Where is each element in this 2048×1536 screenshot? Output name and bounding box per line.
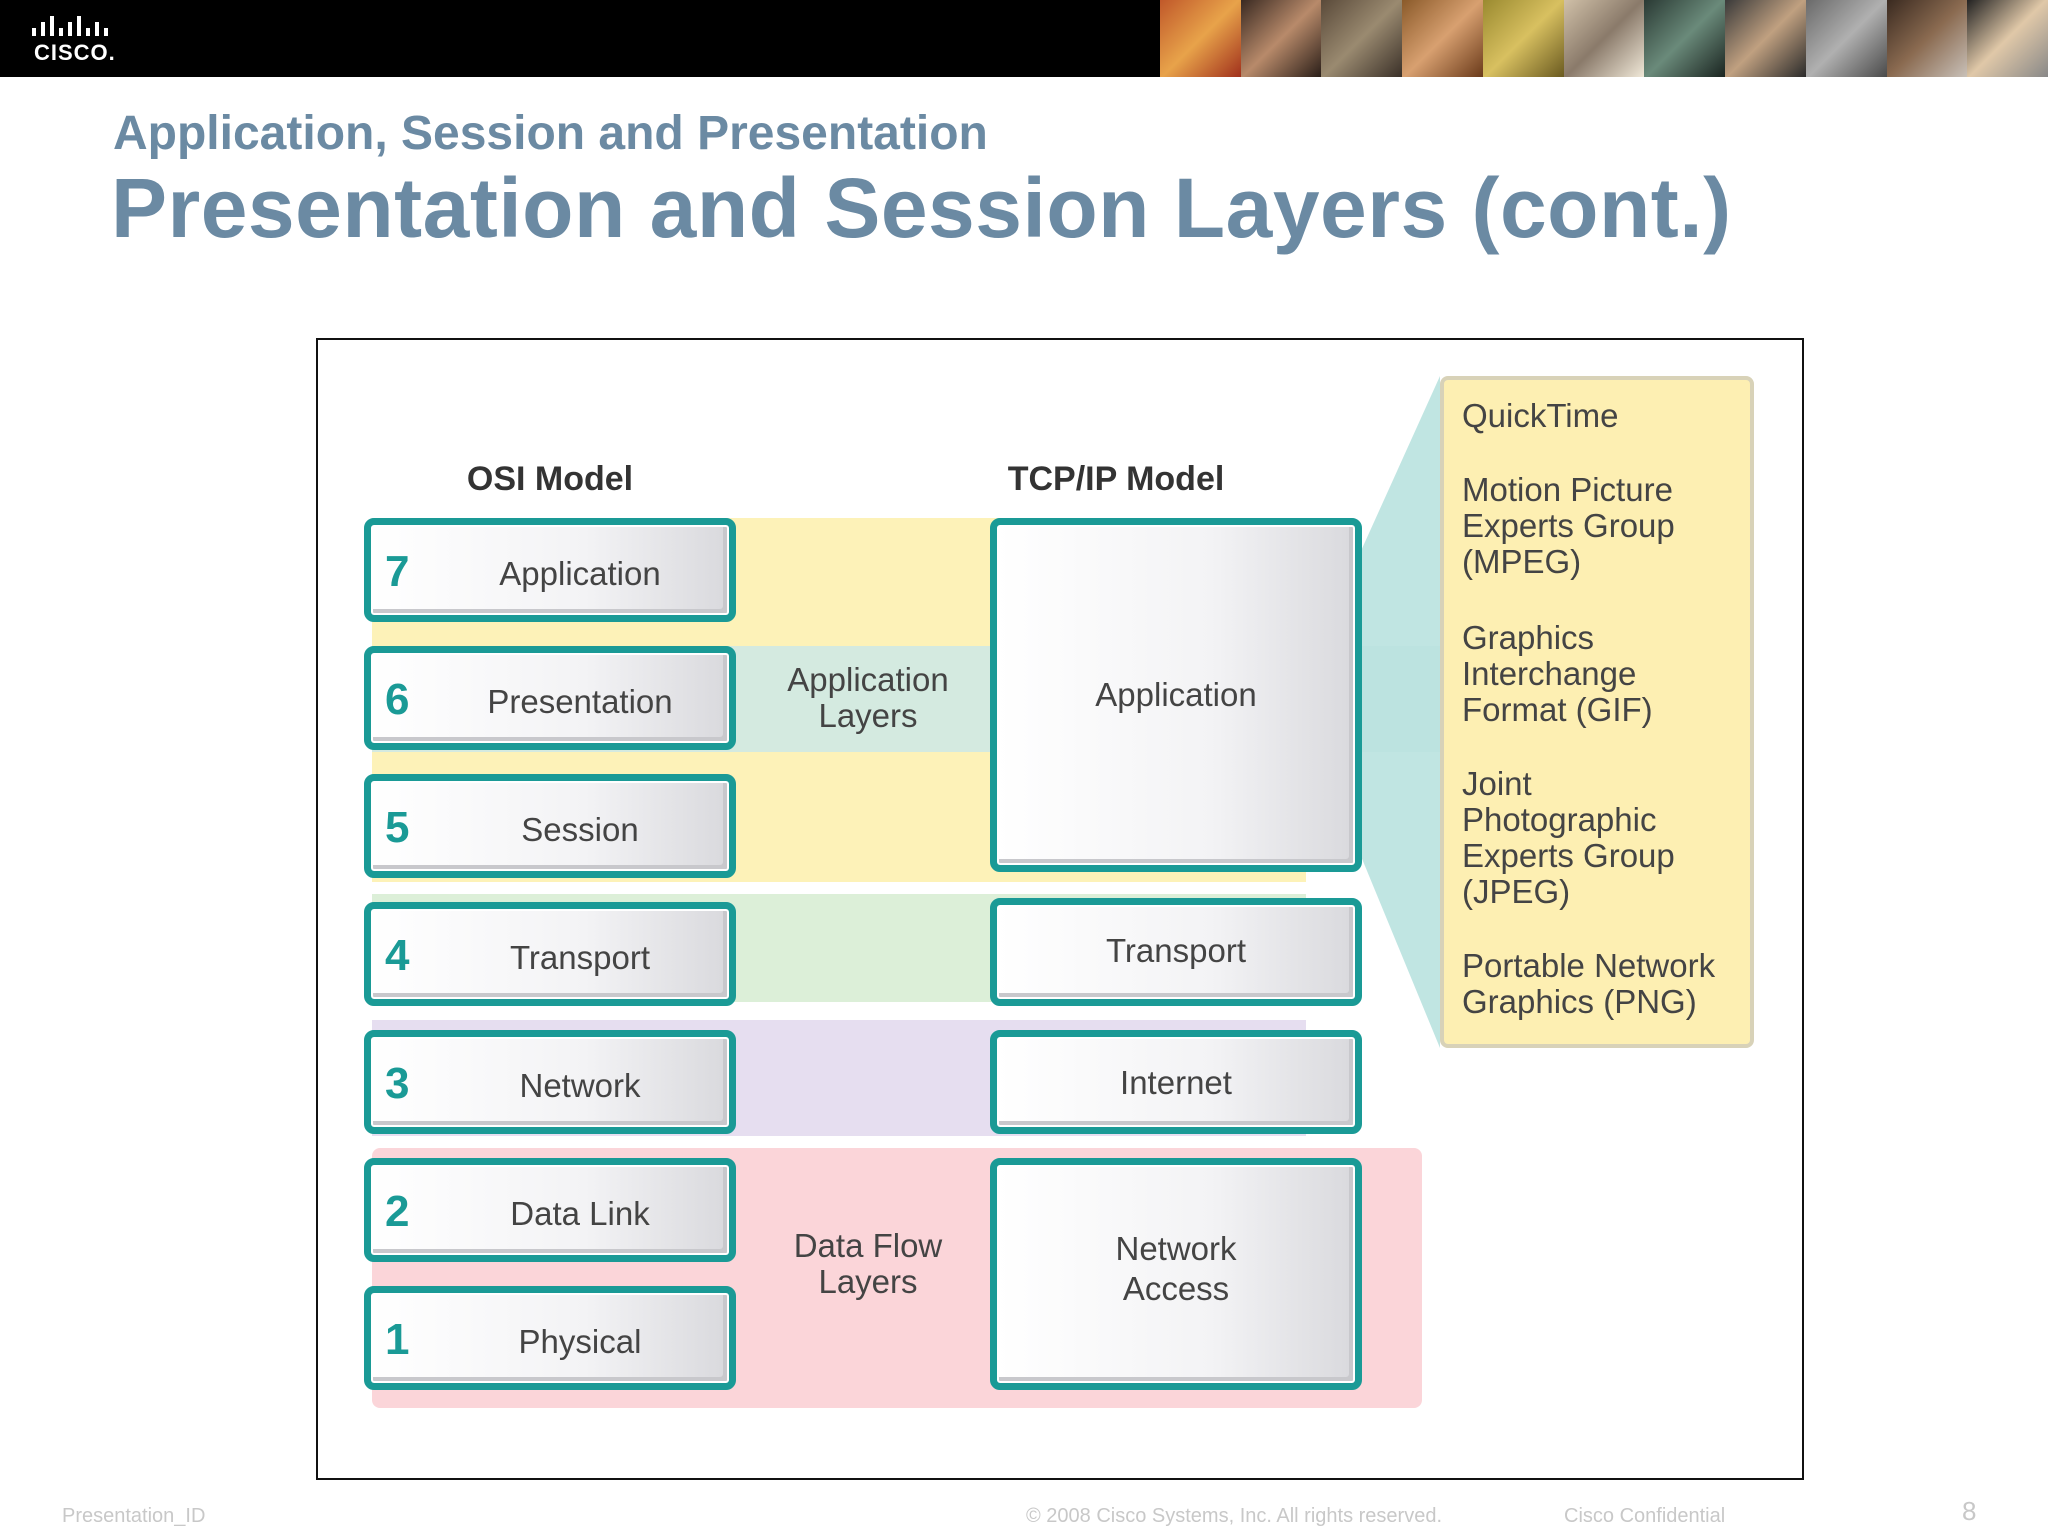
slide-title: Presentation and Session Layers (cont.) <box>111 161 1732 255</box>
layer-number: 7 <box>385 547 410 596</box>
banner-photo <box>1321 0 1403 77</box>
tcpip-model-header: TCP/IP Model <box>1007 460 1225 498</box>
banner-photo <box>1805 0 1887 77</box>
format-line: Joint <box>1462 765 1532 802</box>
footer-copyright: © 2008 Cisco Systems, Inc. All rights re… <box>1026 1505 1443 1527</box>
tcpip-internet-layer: Internet <box>990 1030 1362 1134</box>
layer-name: Physical <box>518 1323 642 1360</box>
osi-model-header: OSI Model <box>466 460 634 498</box>
format-line: (JPEG) <box>1462 873 1571 910</box>
label-line: Layers <box>818 1263 918 1300</box>
osi-layer-2: 2 Data Link <box>364 1158 736 1262</box>
osi-layer-1: 1 Physical <box>364 1286 736 1390</box>
format-item-jpeg: Joint Photographic Experts Group (JPEG) <box>1462 766 1752 910</box>
layer-name: Data Link <box>510 1195 650 1232</box>
layer-name: Presentation <box>487 683 673 720</box>
layer-number: 5 <box>385 803 410 852</box>
osi-layer-3: 3 Network <box>364 1030 736 1134</box>
osi-layer-5: 5 Session <box>364 774 736 878</box>
presentation-formats-callout: QuickTime Motion Picture Experts Group (… <box>1440 376 1754 1048</box>
format-line: Graphics <box>1462 619 1595 656</box>
tcpip-transport-layer: Transport <box>990 898 1362 1006</box>
banner-photo <box>1160 0 1241 77</box>
tcpip-layer-name: Transport <box>1106 932 1246 969</box>
layer-name: Network <box>519 1067 641 1104</box>
page-number: 8 <box>1962 1496 1977 1526</box>
cisco-logo-text: CISCO. <box>34 40 116 65</box>
layer-number: 1 <box>385 1315 410 1364</box>
banner-photo <box>1725 0 1806 77</box>
format-item-quicktime: QuickTime <box>1462 398 1752 434</box>
layer-number: 6 <box>385 675 410 724</box>
footer-confidential: Cisco Confidential <box>1564 1505 1726 1527</box>
top-banner: CISCO. <box>0 0 2048 77</box>
label-line: Layers <box>818 697 918 734</box>
tcpip-layer-name: Application <box>1095 676 1257 713</box>
data-flow-layers-label: Data Flow Layers <box>748 1228 988 1300</box>
layer-name: Application <box>499 555 661 592</box>
application-layers-label: Application Layers <box>748 662 988 734</box>
tcpip-network-access-layer: Network Access <box>990 1158 1362 1390</box>
format-line: Interchange <box>1462 655 1637 692</box>
label-line: Application <box>787 661 949 698</box>
format-line: Photographic <box>1462 801 1657 838</box>
format-item-png: Portable Network Graphics (PNG) <box>1462 948 1752 1020</box>
banner-photo <box>1644 0 1726 77</box>
cisco-logo: CISCO. <box>30 14 120 65</box>
format-line: Experts Group <box>1462 507 1675 544</box>
layer-number: 3 <box>385 1059 410 1108</box>
osi-layer-7: 7 Application <box>364 518 736 622</box>
format-line: Portable Network <box>1462 947 1716 984</box>
banner-photo <box>1240 0 1322 77</box>
osi-layer-6: 6 Presentation <box>364 646 736 750</box>
layer-name: Transport <box>510 939 650 976</box>
osi-layer-4: 4 Transport <box>364 902 736 1006</box>
banner-photo <box>1967 0 2048 77</box>
format-line: Experts Group <box>1462 837 1675 874</box>
osi-tcpip-diagram: OSI Model TCP/IP Model 7 Application 6 P… <box>316 338 1804 1480</box>
footer-presentation-id: Presentation_ID <box>62 1505 206 1527</box>
tcpip-application-layer: Application <box>990 518 1362 872</box>
layer-name: Session <box>521 811 639 848</box>
cisco-logo-bars-icon <box>32 16 108 36</box>
slide-subtitle: Application, Session and Presentation <box>113 107 988 160</box>
format-line: QuickTime <box>1462 397 1619 434</box>
tcpip-layer-name: Network <box>1115 1230 1237 1267</box>
banner-photo <box>1563 0 1645 77</box>
format-line: Graphics (PNG) <box>1462 983 1697 1020</box>
tcpip-layer-name: Internet <box>1120 1064 1232 1101</box>
layer-number: 2 <box>385 1187 410 1236</box>
banner-photo <box>1886 0 1968 77</box>
layer-number: 4 <box>385 931 410 980</box>
tcpip-layer-name: Access <box>1122 1270 1230 1307</box>
format-item-gif: Graphics Interchange Format (GIF) <box>1462 620 1752 728</box>
banner-photo-strip <box>1160 0 2048 77</box>
format-item-mpeg: Motion Picture Experts Group (MPEG) <box>1462 472 1752 580</box>
banner-photo <box>1402 0 1483 77</box>
format-line: Format (GIF) <box>1462 691 1653 728</box>
format-line: Motion Picture <box>1462 471 1673 508</box>
format-line: (MPEG) <box>1462 543 1582 580</box>
callout-wedge <box>1318 376 1440 1048</box>
label-line: Data Flow <box>793 1227 943 1264</box>
banner-photo <box>1482 0 1564 77</box>
